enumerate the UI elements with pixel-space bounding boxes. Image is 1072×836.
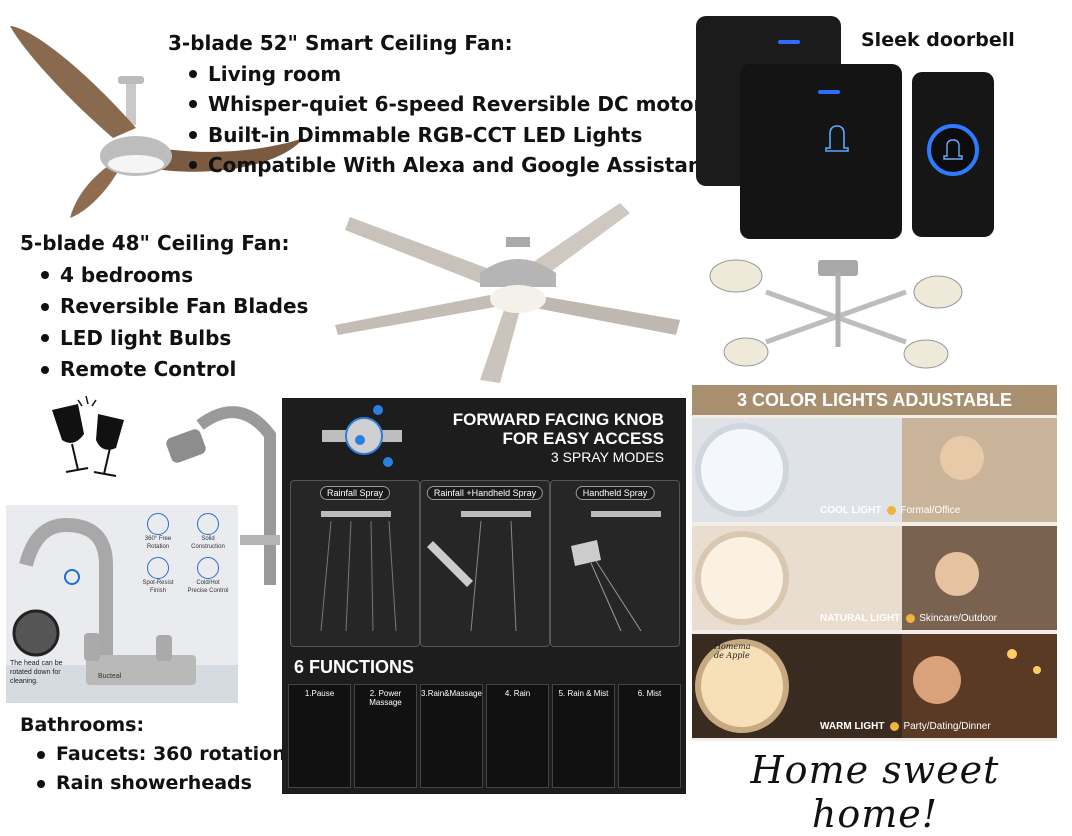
faucet-feature-label: Cold/Hot Precise Control <box>187 580 229 594</box>
light-fixture-image <box>709 259 963 369</box>
mirror-title: 3 COLOR LIGHTS ADJUSTABLE <box>692 385 1057 415</box>
spray-mode-card: Rainfall Spray <box>290 480 420 647</box>
smart-fan-bullet: Living room <box>186 59 712 90</box>
doorbell-image <box>696 16 994 239</box>
doorbell-title: Sleek doorbell <box>861 29 1015 51</box>
function-label: 6. Mist <box>637 689 662 698</box>
function-card: 6. Mist <box>618 684 681 788</box>
cool-light-image <box>695 418 1057 522</box>
shower-headline-2: FOR EASY ACCESS <box>502 429 664 448</box>
spray-mode-label: Rainfall +Handheld Spray <box>426 486 544 500</box>
smart-fan-title: 3-blade 52" Smart Ceiling Fan: <box>168 31 513 55</box>
faucet-features: 360° Free Rotation Solid Construction Sp… <box>136 513 234 595</box>
wine-glasses-icon <box>52 395 124 477</box>
light-caption: COOL LIGHT Formal/Office <box>820 505 960 516</box>
rotation-icon <box>147 513 169 535</box>
basic-fan-title: 5-blade 48" Ceiling Fan: <box>20 231 290 255</box>
bathroom-faucet-image <box>6 517 238 703</box>
mirror-light-row: Homema de Apple WARM LIGHT Party/Dating/D… <box>692 634 1057 738</box>
mirror-watermark: Homema de Apple <box>714 642 751 660</box>
spray-mode-label: Rainfall Spray <box>319 486 391 500</box>
smart-fan-bullet: Compatible With Alexa and Google Assista… <box>186 150 712 181</box>
function-card: 5. Rain & Mist <box>552 684 615 788</box>
shower-panel: FORWARD FACING KNOB FOR EASY ACCESS 3 SP… <box>282 398 686 794</box>
faucet-brand: Bucteal <box>98 673 122 680</box>
bathrooms-title: Bathrooms: <box>20 714 145 736</box>
function-label: 4. Rain <box>504 689 531 698</box>
mirror-panel: 3 COLOR LIGHTS ADJUSTABLE COOL LIGHT Form… <box>692 385 1057 741</box>
rainfall-spray-image <box>320 511 397 632</box>
function-card: 2. Power Massage <box>354 684 417 788</box>
spray-mode-card: Rainfall +Handheld Spray <box>420 480 550 647</box>
basic-fan-bullet: 4 bedrooms <box>38 260 308 292</box>
bathrooms-bullet: Rain showerheads <box>34 769 286 798</box>
droplet-icon <box>147 557 169 579</box>
combo-spray-image <box>427 511 531 632</box>
function-card: 3.Rain&Massage <box>420 684 483 788</box>
smart-fan-details: 3-blade 52" Smart Ceiling Fan: Living ro… <box>168 28 712 181</box>
natural-light-image <box>695 526 1057 630</box>
basic-fan-bullet: Remote Control <box>38 354 308 386</box>
handheld-spray-image <box>571 511 661 632</box>
light-use: Party/Dating/Dinner <box>903 721 991 732</box>
basic-fan-bullet: LED light Bulbs <box>38 323 308 355</box>
smart-fan-bullet: Built-in Dimmable RGB-CCT LED Lights <box>186 120 712 151</box>
sun-icon <box>906 613 916 623</box>
mirror-light-row: COOL LIGHT Formal/Office <box>692 418 1057 522</box>
faucet-head-note: The head can be rotated down for cleanin… <box>10 660 63 685</box>
mirror-light-row: NATURAL LIGHT Skincare/Outdoor <box>692 526 1057 630</box>
light-name: COOL LIGHT <box>820 505 882 516</box>
light-caption: NATURAL LIGHT Skincare/Outdoor <box>820 613 997 624</box>
spray-mode-card: Handheld Spray <box>550 480 680 647</box>
light-name: WARM LIGHT <box>820 721 885 732</box>
faucet-feature-label: Solid Construction <box>191 536 225 550</box>
shower-knob-image <box>322 405 402 467</box>
pull-down-faucet-image <box>166 406 280 585</box>
sun-icon <box>890 721 900 731</box>
function-label: 3.Rain&Massage <box>421 689 482 698</box>
light-name: NATURAL LIGHT <box>820 613 901 624</box>
function-card: 1.Pause <box>288 684 351 788</box>
bathrooms-details: Bathrooms: Faucets: 360 rotation Rain sh… <box>20 711 286 798</box>
faucet-feature-label: Spot-Resist Finish <box>142 580 174 594</box>
function-label: 2. Power Massage <box>369 689 402 707</box>
home-sweet-home-text: Home sweet home! <box>750 748 1000 836</box>
light-caption: WARM LIGHT Party/Dating/Dinner <box>820 721 991 732</box>
light-use: Skincare/Outdoor <box>919 613 998 624</box>
bathrooms-bullet: Faucets: 360 rotation <box>34 740 286 769</box>
function-card: 4. Rain <box>486 684 549 788</box>
function-label: 1.Pause <box>304 689 335 698</box>
hot-cold-icon <box>197 557 219 579</box>
basic-fan-details: 5-blade 48" Ceiling Fan: 4 bedrooms Reve… <box>20 228 308 386</box>
faucet-feature-label: 360° Free Rotation <box>144 536 172 550</box>
shower-subhead: 3 SPRAY MODES <box>550 449 664 465</box>
shield-icon <box>197 513 219 535</box>
smart-fan-bullet: Whisper-quiet 6-speed Reversible DC moto… <box>186 89 712 120</box>
sun-icon <box>887 505 897 515</box>
shower-headline-1: FORWARD FACING KNOB <box>452 410 664 429</box>
warm-light-image <box>695 634 1057 738</box>
basic-ceiling-fan-image <box>335 203 680 383</box>
functions-title: 6 FUNCTIONS <box>294 657 415 677</box>
bathroom-faucet-panel: 360° Free Rotation Solid Construction Sp… <box>6 505 238 703</box>
light-use: Formal/Office <box>900 505 961 516</box>
smart-ceiling-fan-image <box>10 26 304 218</box>
spray-mode-label: Handheld Spray <box>575 486 655 500</box>
function-label: 5. Rain & Mist <box>558 689 609 698</box>
basic-fan-bullet: Reversible Fan Blades <box>38 291 308 323</box>
